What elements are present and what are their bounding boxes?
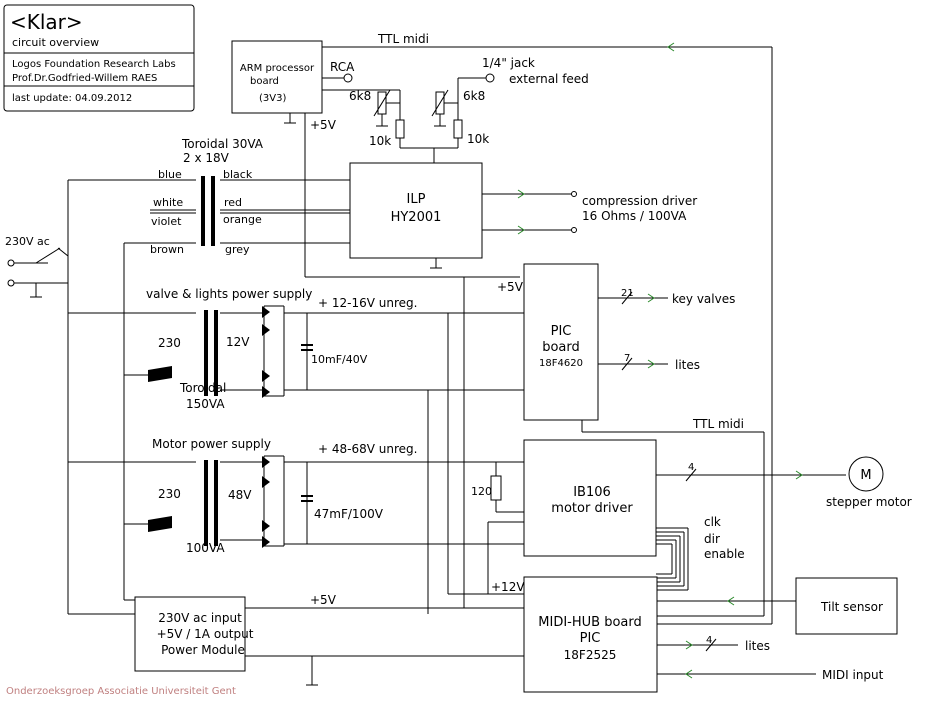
org-name: Logos Foundation Research Labs [12,59,176,70]
external-feed-label: external feed [509,72,589,86]
pm-label-1: 230V ac input [158,611,242,625]
lites1-count: 7 [624,353,630,364]
res2-label: 10k [467,132,489,146]
terminals [7,73,577,287]
speaker-label-1: compression driver [582,194,697,208]
midi-input-label: MIDI input [822,668,884,682]
psu1-secondary: 12V [226,335,250,349]
ilp-amplifier: ILP HY2001 [349,162,483,259]
lites2-count: 4 [706,635,712,646]
arm-5v-label: +5V [310,118,337,132]
diagram-title: <Klar> [10,10,83,34]
rca-label: RCA [330,60,355,74]
lites2-label: lites [745,639,770,653]
ttl-midi-mid: TTL midi [692,417,744,431]
lites1-label: lites [675,358,700,372]
wire-blue: blue [158,168,182,181]
tilt-label: Tilt sensor [820,600,883,614]
psu2-out: + 48-68V unreg. [318,442,417,456]
arm-label-1: ARM processor [240,63,315,74]
mains-label: 230V ac [5,235,50,248]
last-update: last update: 04.09.2012 [12,93,132,104]
hub-label-1: MIDI-HUB board [538,615,641,630]
diagram-subtitle: circuit overview [12,36,99,49]
psu2-name: 100VA [186,541,225,555]
transformer-100va [148,460,218,546]
power-module: 230V ac input +5V / 1A output Power Modu… [134,596,254,672]
stepper-count: 4 [688,462,694,473]
ib106-label-1: IB106 [573,485,611,500]
pm-label-2: +5V / 1A output [157,627,254,641]
ttl-midi-top: TTL midi [377,32,429,46]
wire-black: black [223,168,253,181]
psu2-cap: 47mF/100V [314,507,384,521]
pm-label-3: Power Module [161,643,245,657]
tilt-sensor: Tilt sensor [795,577,898,635]
bridge-rectifier-1 [262,306,270,398]
enable-label: enable [704,547,745,561]
transformer-150va [148,310,218,396]
pot1-label: 6k8 [349,89,371,103]
speaker-label-2: 16 Ohms / 100VA [582,209,687,223]
psu2-title: Motor power supply [152,437,271,451]
wires [14,46,846,686]
arm-label-3: (3V3) [259,93,286,104]
bus-width-marks [621,291,717,652]
pm-5v-label: +5V [310,593,337,607]
res120-label: 120 [471,485,492,498]
toroid30-label-2: 2 x 18V [183,151,230,165]
valves-label: key valves [672,292,735,306]
wire-white: white [153,196,183,209]
wire-violet: violet [151,215,182,228]
ilp-label-1: ILP [407,192,426,207]
psu1-cap: 10mF/40V [311,353,368,366]
arm-label-2: board [250,76,279,87]
signal-arrows [517,42,803,679]
jack-label: 1/4" jack [482,56,535,70]
psu1-name-2: 150VA [186,397,225,411]
clk-label: clk [704,515,721,529]
dir-label: dir [704,532,720,546]
pic-label-1: PIC [551,324,572,339]
hub-12v-label: +12V [491,580,525,594]
psu1-title: valve & lights power supply [146,287,312,301]
psu1-name-1: Toroidal [179,381,226,395]
toroid30-label-1: Toroidal 30VA [181,137,264,151]
pot2-label: 6k8 [463,89,485,103]
pic-5v-label: +5V [497,280,524,294]
motor-symbol: M [860,468,871,483]
ilp-label-2: HY2001 [391,210,442,225]
midi-hub-board: MIDI-HUB board PIC 18F2525 [523,576,658,693]
psu2-primary: 230 [158,487,181,501]
valves-count: 21 [621,288,634,299]
res1-label: 10k [369,134,391,148]
title-block: <Klar> circuit overview Logos Foundation… [3,4,195,112]
bridge-rectifier-2 [262,456,270,548]
ib106-motor-driver: IB106 motor driver [523,439,657,557]
pic-label-2: board [542,340,580,355]
wire-grey: grey [225,243,250,256]
psu2-secondary: 48V [228,488,252,502]
ib106-label-2: motor driver [551,501,633,516]
pic-board: PIC board 18F4620 [523,263,599,421]
capacitor-47mf [301,495,313,502]
psu1-out: + 12-16V unreg. [318,296,417,310]
psu1-primary: 230 [158,336,181,350]
stepper-label: stepper motor [826,495,912,509]
hub-label-2: PIC [580,631,601,646]
stepper-motor: M [848,456,884,492]
author-name: Prof.Dr.Godfried-Willem RAES [12,73,157,84]
wire-orange: orange [223,213,262,226]
pic-label-3: 18F4620 [539,358,583,369]
arm-processor-board: ARM processor board (3V3) [231,40,323,114]
footer-credit: Onderzoeksgroep Associatie Universiteit … [6,686,236,697]
transformer-30va [201,176,215,246]
capacitor-10mf [301,344,313,351]
wire-red: red [224,196,242,209]
wire-brown: brown [150,243,184,256]
hub-label-3: 18F2525 [564,648,617,662]
